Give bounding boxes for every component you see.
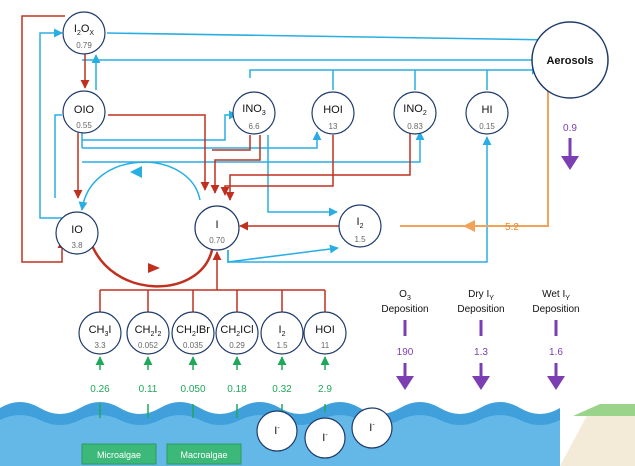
svg-text:HOI: HOI [315, 324, 335, 336]
oio-value: 0.55 [76, 121, 92, 130]
hi-value: 0.15 [479, 122, 495, 131]
svg-text:CH3I: CH3I [89, 324, 112, 338]
node-io: IO 3.8 [55, 211, 99, 255]
svg-text:I-: I- [274, 425, 280, 437]
ino2-value: 0.83 [407, 122, 423, 131]
orange-arrowhead [463, 220, 475, 232]
source-ch2icl: CH2ICl 0.29 [215, 311, 259, 355]
macroalgae-label: Macroalgae [180, 450, 227, 460]
source-ch2i2: CH2I2 0.052 [126, 311, 170, 355]
red-arrows [21, 15, 411, 312]
orange-arrow [400, 50, 549, 227]
svg-text:CH2I2: CH2I2 [135, 324, 162, 338]
svg-text:O3: O3 [399, 289, 411, 302]
svg-text:0.050: 0.050 [180, 384, 205, 395]
svg-text:I-: I- [322, 432, 328, 444]
node-aerosols: Aerosols [531, 21, 609, 99]
emission-fluxes: 0.26 0.11 0.050 0.18 0.32 2.9 [90, 384, 332, 395]
svg-text:CH2IBr: CH2IBr [176, 324, 210, 338]
macroalgae-box [166, 443, 242, 465]
microalgae-box [81, 443, 157, 465]
node-i2ox: I2OX 0.79 [62, 11, 106, 55]
svg-text:3.3: 3.3 [94, 341, 106, 350]
svg-text:Deposition: Deposition [532, 304, 579, 315]
svg-text:Dry IY: Dry IY [468, 289, 494, 302]
svg-text:11: 11 [321, 341, 330, 350]
loop-red-head [148, 263, 160, 273]
svg-text:I-: I- [369, 422, 375, 434]
aerosol-uptake-value: 5.2 [505, 222, 519, 233]
svg-text:0.29: 0.29 [229, 341, 245, 350]
i2-value: 1.5 [354, 235, 366, 244]
hoi-label: HOI [323, 104, 343, 116]
node-hi: HI 0.15 [465, 91, 509, 135]
source-i2: I2 1.5 [260, 311, 304, 355]
algae-boxes: Microalgae Macroalgae [81, 443, 242, 465]
svg-text:Deposition: Deposition [457, 304, 504, 315]
aerosols-label: Aerosols [546, 55, 593, 67]
node-ino3: INO3 6.6 [232, 91, 276, 135]
svg-text:1.3: 1.3 [474, 347, 488, 358]
i-value: 0.70 [209, 236, 225, 245]
svg-text:0.11: 0.11 [139, 384, 158, 395]
io-label: IO [71, 224, 83, 236]
oio-label: OIO [74, 104, 95, 116]
svg-text:CH2ICl: CH2ICl [220, 324, 253, 338]
hoi-value: 13 [329, 122, 338, 131]
loop-blue-head [130, 166, 142, 178]
svg-text:0.035: 0.035 [183, 341, 204, 350]
svg-text:Wet IY: Wet IY [542, 289, 570, 302]
io-value: 3.8 [71, 241, 83, 250]
aerosol-deposition: 0.9 [561, 123, 579, 170]
svg-text:I2: I2 [357, 216, 364, 230]
svg-text:0.18: 0.18 [227, 384, 247, 395]
source-hoi: HOI 11 [303, 311, 347, 355]
svg-text:I2OX: I2OX [74, 23, 95, 37]
source-species: CH3I 3.3 CH2I2 0.052 CH2IBr 0.035 CH2ICl… [78, 311, 347, 355]
i-label: I [215, 219, 218, 231]
node-oio: OIO 0.55 [62, 90, 106, 134]
hi-label: HI [482, 104, 493, 116]
emission-arrows [95, 356, 330, 418]
deposition-dry: Dry IY Deposition 1.3 [457, 289, 505, 390]
svg-text:0.052: 0.052 [138, 341, 159, 350]
source-ch2ibr: CH2IBr 0.035 [171, 311, 215, 355]
node-hoi: HOI 13 [311, 91, 355, 135]
svg-text:1.6: 1.6 [549, 347, 563, 358]
aerosol-deposition-value: 0.9 [563, 123, 577, 134]
svg-text:1.5: 1.5 [276, 341, 288, 350]
microalgae-label: Microalgae [97, 450, 141, 460]
ino3-value: 6.6 [248, 122, 260, 131]
svg-text:I2: I2 [279, 324, 286, 338]
iodide-circles: I- I- I- [256, 407, 393, 459]
svg-text:INO2: INO2 [403, 103, 427, 117]
node-i2: I2 1.5 [338, 204, 382, 248]
source-ch3i: CH3I 3.3 [78, 311, 122, 355]
svg-text:0.26: 0.26 [90, 384, 110, 395]
deposition-wet: Wet IY Deposition 1.6 [532, 289, 580, 390]
svg-text:2.9: 2.9 [318, 384, 332, 395]
node-i: I 0.70 [194, 205, 240, 251]
svg-text:Deposition: Deposition [381, 304, 428, 315]
land [560, 404, 635, 466]
svg-text:190: 190 [397, 347, 414, 358]
blue-arrows [39, 28, 575, 263]
node-ino2: INO2 0.83 [393, 91, 437, 135]
deposition-o3: O3 Deposition 190 [381, 289, 429, 390]
svg-text:0.32: 0.32 [272, 384, 292, 395]
i2ox-value: 0.79 [76, 41, 92, 50]
svg-text:INO3: INO3 [242, 103, 266, 117]
